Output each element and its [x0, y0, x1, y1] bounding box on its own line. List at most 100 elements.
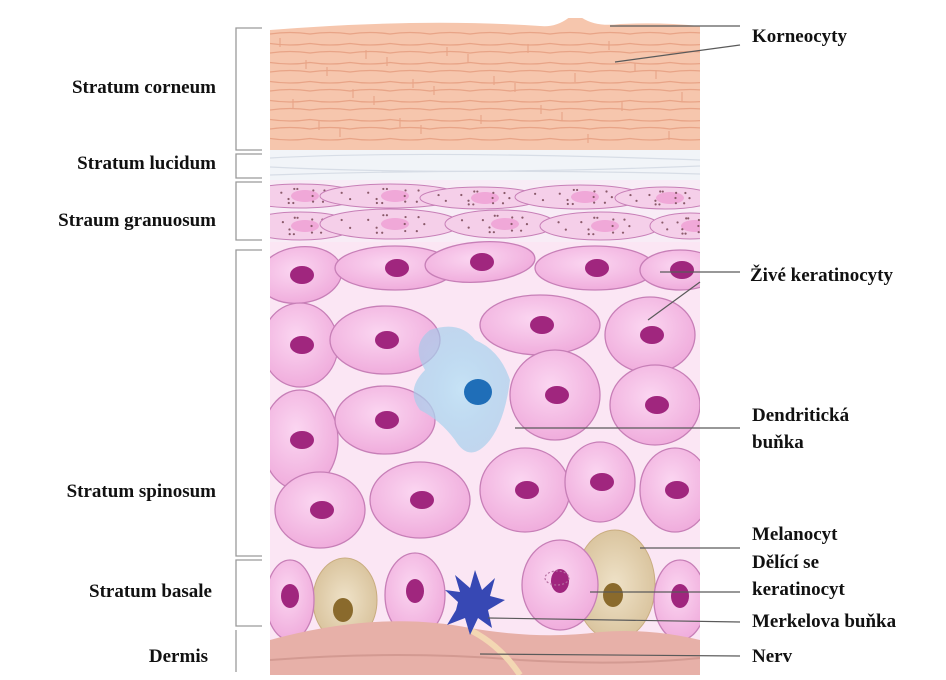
keratinocyte-nucleus: [530, 316, 554, 334]
melanocyte-nucleus: [333, 598, 353, 622]
keratohyalin-granule: [654, 200, 656, 202]
dendritic-nucleus: [464, 379, 492, 405]
keratohyalin-granule: [404, 195, 406, 197]
keratohyalin-granule: [705, 219, 707, 221]
keratohyalin-granule: [685, 217, 687, 219]
keratohyalin-granule: [511, 216, 513, 218]
keratohyalin-granule: [288, 228, 290, 230]
keratohyalin-granule: [576, 189, 578, 191]
keratohyalin-granule: [676, 221, 678, 223]
keratohyalin-granule: [376, 202, 378, 204]
callout-keratinocyt: keratinocyt: [752, 578, 845, 601]
keratohyalin-granule: [565, 228, 567, 230]
keratinocyte-nucleus: [470, 253, 494, 271]
keratinocyte-nucleus: [375, 331, 399, 349]
keratohyalin-granule: [542, 199, 544, 201]
keratohyalin-granule: [697, 225, 699, 227]
keratohyalin-granule: [382, 214, 384, 216]
keratohyalin-granule: [416, 201, 418, 203]
keratohyalin-granule: [293, 233, 295, 235]
keratohyalin-granule: [659, 190, 661, 192]
keratohyalin-granule: [698, 231, 700, 233]
keratohyalin-granule: [280, 192, 282, 194]
keratohyalin-granule: [282, 221, 284, 223]
keratohyalin-granule: [593, 202, 595, 204]
keratohyalin-granule: [592, 233, 594, 235]
keratinocyte-nucleus: [410, 491, 434, 509]
keratohyalin-granule: [492, 197, 494, 199]
keratinocyte-nucleus: [545, 386, 569, 404]
keratohyalin-granule: [675, 192, 677, 194]
keratohyalin-granule: [612, 225, 614, 227]
keratohyalin-granule: [534, 193, 536, 195]
keratohyalin-granule: [476, 190, 478, 192]
keratohyalin-granule: [381, 202, 383, 204]
keratohyalin-granule: [468, 226, 470, 228]
keratinocyte-nucleus: [645, 396, 669, 414]
keratohyalin-granule: [341, 219, 343, 221]
keratinocyte-nucleus: [310, 501, 334, 519]
granular-nucleus: [491, 218, 519, 230]
basal-nucleus: [406, 579, 424, 603]
keratohyalin-granule: [381, 232, 383, 234]
keratohyalin-granule: [687, 217, 689, 219]
granular-nucleus: [471, 192, 499, 204]
layer-brackets: [236, 28, 262, 672]
keratohyalin-granule: [404, 216, 406, 218]
keratohyalin-granule: [510, 223, 512, 225]
keratohyalin-granule: [437, 194, 439, 196]
keratohyalin-granule: [503, 192, 505, 194]
keratohyalin-granule: [417, 216, 419, 218]
keratohyalin-granule: [557, 221, 559, 223]
keratohyalin-granule: [423, 223, 425, 225]
keratohyalin-granule: [604, 202, 606, 204]
keratohyalin-granule: [467, 200, 469, 202]
keratohyalin-granule: [416, 230, 418, 232]
keratohyalin-granule: [367, 219, 369, 221]
keratohyalin-granule: [635, 200, 637, 202]
keratinocyte-nucleus: [385, 259, 409, 277]
keratohyalin-granule: [596, 217, 598, 219]
keratohyalin-granule: [492, 192, 494, 194]
keratohyalin-granule: [287, 198, 289, 200]
keratohyalin-granule: [312, 195, 314, 197]
keratinocyte-nucleus: [640, 326, 664, 344]
keratohyalin-granule: [468, 203, 470, 205]
keratohyalin-granule: [493, 231, 495, 233]
bracket-lucidum: [236, 154, 262, 178]
keratohyalin-granule: [681, 228, 683, 230]
keratohyalin-granule: [376, 232, 378, 234]
keratohyalin-granule: [492, 202, 494, 204]
callout-dendriticka: Dendritická: [752, 404, 849, 427]
keratohyalin-granule: [404, 223, 406, 225]
melanocyte-nucleus: [603, 583, 623, 607]
keratohyalin-granule: [511, 229, 513, 231]
granular-nucleus: [291, 220, 319, 232]
keratohyalin-granule: [445, 200, 447, 202]
keratohyalin-granule: [708, 225, 710, 227]
keratohyalin-granule: [629, 194, 631, 196]
keratohyalin-granule: [417, 189, 419, 191]
keratohyalin-granule: [658, 203, 660, 205]
keratohyalin-granule: [386, 188, 388, 190]
granular-nucleus: [571, 191, 599, 203]
bracket-basale: [236, 560, 262, 626]
callout-merkelova-bunka: Merkelova buňka: [752, 610, 896, 633]
keratohyalin-granule: [675, 202, 677, 204]
keratohyalin-granule: [593, 196, 595, 198]
keratinocyte-nucleus: [670, 261, 694, 279]
keratohyalin-granule: [698, 219, 700, 221]
keratohyalin-granule: [612, 218, 614, 220]
keratohyalin-granule: [289, 233, 291, 235]
keratinocyte-nucleus: [375, 411, 399, 429]
keratohyalin-granule: [648, 194, 650, 196]
granular-nucleus: [681, 220, 709, 232]
bracket-corneum: [236, 28, 262, 150]
callout-korneocyty: Korneocyty: [752, 25, 847, 48]
keratohyalin-granule: [661, 221, 663, 223]
keratohyalin-granule: [605, 190, 607, 192]
granular-nucleus: [656, 192, 684, 204]
keratohyalin-granule: [482, 219, 484, 221]
label-dermis: Dermis: [60, 645, 208, 668]
keratohyalin-granule: [310, 225, 312, 227]
